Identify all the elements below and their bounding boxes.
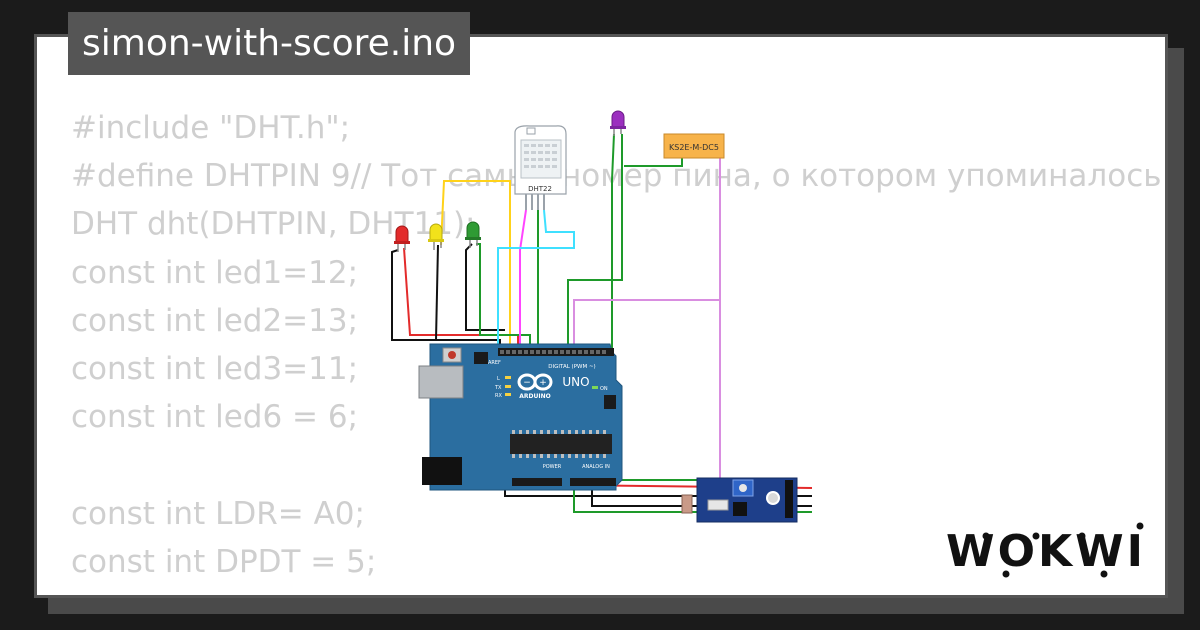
arduino-logo	[517, 373, 553, 391]
wire-purple-led	[611, 133, 615, 352]
relay[interactable]: KS2E-M-DC5	[663, 133, 725, 159]
power-label: POWER	[543, 464, 562, 470]
usb-port	[418, 365, 464, 399]
red-led[interactable]	[394, 225, 410, 252]
code-line: #include "DHT.h";	[71, 110, 351, 146]
wire-red-led-anode	[403, 247, 519, 348]
wire-yellow-led-cathode	[435, 244, 439, 341]
wire-red-led-cathode	[391, 249, 501, 348]
l-label: L	[497, 376, 500, 382]
arduino-uno[interactable]: AREF DIGITAL (PWM ~) L TX RX ON − + UNO …	[418, 343, 623, 491]
wire-green-led-anode	[476, 243, 531, 348]
wokwi-logo: WOKWI	[946, 522, 1146, 578]
svg-text:−: −	[523, 378, 531, 388]
code-preview: #include "DHT.h"; #define DHTPIN 9// Тот…	[71, 104, 1162, 586]
photoresistor	[681, 494, 693, 514]
analog-label: ANALOG IN	[582, 464, 610, 470]
wire-yellow-led-anode	[440, 180, 511, 348]
tx-label: TX	[494, 385, 502, 391]
svg-text:+: +	[539, 378, 547, 388]
wokwi-logo-text: WOKWI	[946, 526, 1146, 577]
code-line: const int led2=13;	[71, 302, 359, 339]
dht22-sensor[interactable]: DHT22	[514, 125, 567, 210]
code-line: const int led3=11;	[71, 351, 359, 388]
sketch-title: simon-with-score.ino	[68, 12, 471, 75]
dht-label: DHT22	[528, 185, 552, 193]
wire-purple-led-2	[567, 134, 623, 348]
rx-label: RX	[495, 393, 502, 399]
relay-label: KS2E-M-DC5	[669, 143, 719, 152]
code-line: const int led6 = 6;	[71, 399, 359, 436]
code-line: const int DPDT = 5;	[71, 543, 377, 580]
reset-button[interactable]	[448, 351, 456, 359]
aref-label: AREF	[488, 360, 501, 366]
wire-dht-vcc	[519, 209, 527, 348]
code-line: const int LDR= A0;	[71, 495, 365, 532]
wire-green-led-cathode	[465, 243, 505, 331]
ldr-module[interactable]	[681, 477, 798, 523]
analog-header	[570, 478, 616, 486]
arduino-label: ARDUINO	[519, 393, 550, 400]
uno-label: UNO	[562, 375, 589, 389]
code-line: #define DHTPIN 9// Тот самый номер пина,…	[71, 158, 1162, 195]
power-jack	[422, 457, 462, 485]
green-led[interactable]	[465, 221, 481, 248]
code-line: const int led1=12;	[71, 254, 359, 291]
purple-led[interactable]	[610, 110, 626, 136]
microcontroller-chip	[510, 434, 612, 454]
wire-relay-coil	[624, 158, 683, 167]
power-header	[512, 478, 562, 486]
on-label: ON	[600, 386, 608, 392]
preview-card: #include "DHT.h"; #define DHTPIN 9// Тот…	[34, 34, 1168, 598]
code-line: DHT dht(DHTPIN, DHT11);	[71, 206, 476, 243]
yellow-led[interactable]	[428, 223, 444, 250]
digital-label: DIGITAL (PWM ~)	[548, 364, 595, 370]
wire-relay-violet	[573, 156, 721, 348]
wire-dht-gnd	[497, 209, 575, 348]
